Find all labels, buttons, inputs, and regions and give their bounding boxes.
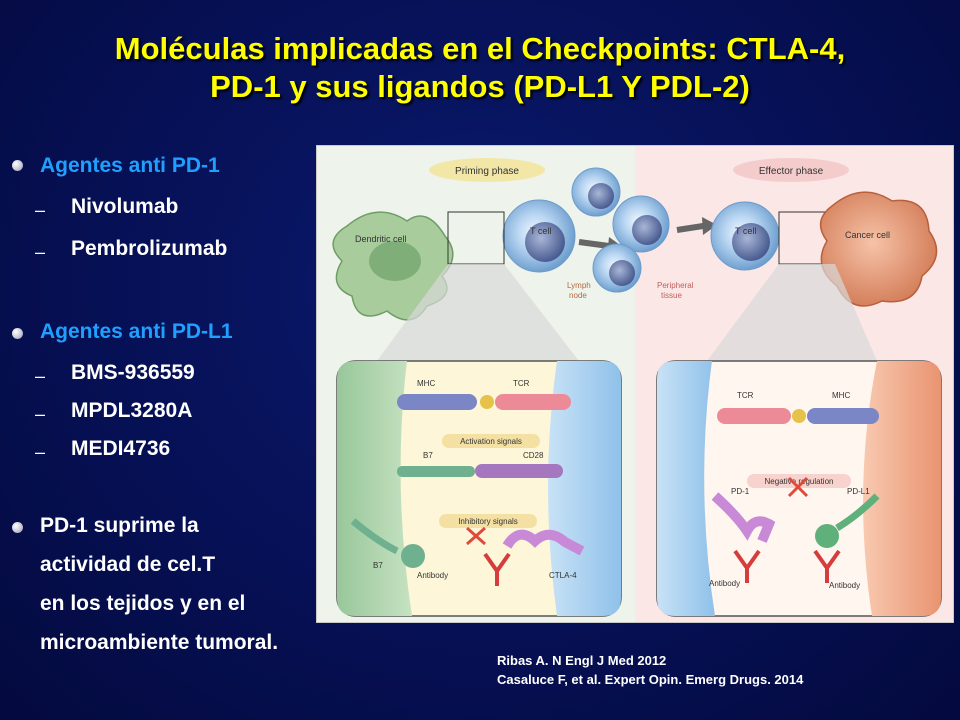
citation-line-1: Ribas A. N Engl J Med 2012 (497, 653, 667, 668)
slide-title: Moléculas implicadas en el Checkpoints: … (20, 30, 940, 106)
block-x-icon (787, 476, 809, 498)
t-cell-nucleus (632, 215, 662, 245)
cd28-molecule (475, 464, 563, 478)
effector-zoom-wedge (707, 264, 877, 361)
statement-line-1: PD-1 suprime la (40, 514, 199, 537)
migration-arrow (676, 223, 704, 233)
statement-line-2: actividad de cel.T (40, 553, 216, 576)
arrow-head-icon (702, 217, 717, 235)
ctla4-label: CTLA-4 (549, 571, 577, 580)
drug-nivolumab: Nivolumab (71, 195, 179, 218)
lymph-node-label-2: node (569, 291, 587, 300)
mhc-effector-label: MHC (832, 391, 850, 400)
dash-icon: – (35, 200, 46, 220)
checkpoint-figure: Priming phase Effector phase Dendritic c… (316, 145, 954, 623)
antibody-effector-label: Antibody (709, 579, 740, 588)
title-line-1: Moléculas implicadas en el Checkpoints: … (114, 31, 846, 66)
expansion-arrow (578, 239, 610, 249)
b7-molecule (397, 466, 475, 477)
antigen-peptide (792, 409, 806, 423)
inhibitory-signals-bg (439, 514, 537, 528)
tcr-effector-label: TCR (737, 391, 754, 400)
effector-phase-label: Effector phase (759, 166, 824, 177)
drug-pembrolizumab: Pembrolizumab (71, 237, 228, 260)
cancer-cell-label: Cancer cell (845, 230, 890, 240)
mhc-effector-molecule (807, 408, 879, 424)
antigen-peptide (480, 395, 494, 409)
citation-block: Ribas A. N Engl J Med 2012 Casaluce F, e… (497, 651, 803, 689)
activation-signals-bg (442, 434, 540, 448)
cd28-label: CD28 (523, 451, 544, 460)
effector-t-cell-label: T cell (735, 226, 756, 236)
statement-line-4: microambiente tumoral. (40, 631, 279, 654)
b7-inhibitory-label: B7 (373, 561, 383, 570)
antibody-icon (483, 552, 511, 586)
mhc-molecule (397, 394, 477, 410)
dash-icon: – (35, 366, 46, 386)
title-line-2: PD-1 y sus ligandos (PD-L1 Y PDL-2) (210, 69, 750, 104)
bullet-dot (12, 328, 23, 339)
antibody-label: Antibody (417, 571, 448, 580)
b7-inhibitory-head (401, 544, 425, 568)
tcr-effector-molecule (717, 408, 791, 424)
priming-phase-label: Priming phase (455, 166, 519, 177)
priming-zoom-wedge (377, 264, 579, 361)
tcr-label: TCR (513, 379, 530, 388)
tcr-molecule (495, 394, 571, 410)
cancer-cell (819, 191, 938, 307)
bullet-anti-pdl1: Agentes anti PD-L1 (40, 320, 233, 343)
statement-line-3: en los tejidos y en el (40, 592, 246, 615)
effector-phase-label-bg (733, 158, 849, 182)
activation-signals-label: Activation signals (460, 437, 522, 446)
negative-regulation-label: Negative regulation (765, 477, 834, 486)
negative-regulation-bg (747, 474, 851, 488)
ctla4-molecule (502, 529, 585, 556)
pd1-molecule (711, 492, 776, 543)
pd1-label: PD-1 (731, 487, 750, 496)
inhibitory-signals-label: Inhibitory signals (458, 517, 518, 526)
pdl1-stalk (835, 493, 880, 532)
lymph-node-label: Lymph (567, 281, 591, 290)
drug-mpdl3280a: MPDL3280A (71, 399, 193, 422)
antibody-icon (733, 549, 761, 583)
priming-detail-panel (336, 360, 622, 617)
dash-icon: – (35, 442, 46, 462)
dendritic-cell-label: Dendritic cell (355, 234, 407, 244)
bullet-dot (12, 522, 23, 533)
bullet-dot (12, 160, 23, 171)
antibody-pdl1-label: Antibody (829, 581, 860, 590)
mhc-label: MHC (417, 379, 435, 388)
priming-phase-label-bg (429, 158, 545, 182)
dash-icon: – (35, 242, 46, 262)
pdl1-label: PD-L1 (847, 487, 870, 496)
drug-medi4736: MEDI4736 (71, 437, 171, 460)
t-cell-nucleus (609, 260, 635, 286)
b7-label: B7 (423, 451, 433, 460)
t-cell-nucleus (525, 222, 565, 262)
bullet-anti-pd1: Agentes anti PD-1 (40, 154, 220, 177)
t-cell-nucleus (732, 223, 770, 261)
pdl1-head (815, 524, 839, 548)
antibody-icon (813, 549, 841, 583)
dash-icon: – (35, 404, 46, 424)
peripheral-tissue-label-2: tissue (661, 291, 682, 300)
block-x-icon (466, 526, 486, 546)
priming-t-cell-label: T cell (530, 226, 551, 236)
peripheral-tissue-label: Peripheral (657, 281, 694, 290)
b7-inhibitory-stalk (350, 518, 399, 555)
t-cell-nucleus (588, 183, 614, 209)
citation-line-2: Casaluce F, et al. Expert Opin. Emerg Dr… (497, 672, 804, 687)
drug-bms936559: BMS-936559 (71, 361, 195, 384)
